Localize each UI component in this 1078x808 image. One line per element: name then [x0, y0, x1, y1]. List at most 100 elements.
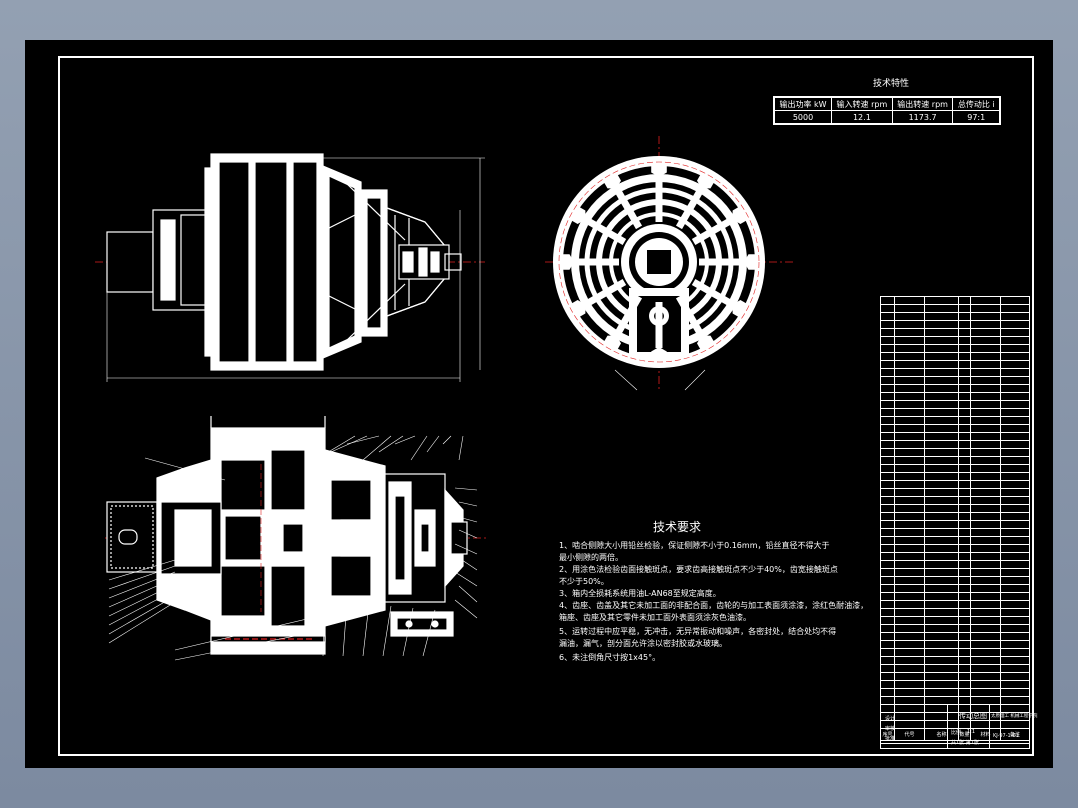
- bom-cell: [895, 649, 925, 657]
- bom-cell: [895, 497, 925, 505]
- bom-cell: [1001, 449, 1029, 457]
- bom-cell: [1001, 361, 1029, 369]
- bom-row: [881, 673, 1029, 681]
- spoke: [582, 215, 627, 246]
- bom-cell: [971, 649, 1001, 657]
- planet-lug: [651, 159, 667, 177]
- bom-cell: [881, 441, 895, 449]
- bom-cell: [971, 353, 1001, 361]
- bom-cell: [959, 641, 971, 649]
- bom-cell: [971, 505, 1001, 513]
- bom-cell: [1001, 601, 1029, 609]
- requirement-line: 4、齿座、齿盖及其它未加工面的非配合面，齿轮的与加工表面须涂漆，涂红色耐油漆，: [559, 601, 869, 610]
- bom-cell: [1001, 617, 1029, 625]
- bom-cell: [895, 465, 925, 473]
- bom-cell: [971, 721, 1001, 729]
- bom-row: [881, 361, 1029, 369]
- bom-cell: [959, 665, 971, 673]
- bom-cell: [1001, 561, 1029, 569]
- specs-value-row: 5000 12.1 1173.7 97:1: [773, 110, 1001, 125]
- bom-cell: [881, 537, 895, 545]
- leader-line: [108, 577, 176, 608]
- bom-cell: [971, 609, 1001, 617]
- bom-row: [881, 577, 1029, 585]
- bom-cell: [895, 689, 925, 697]
- bom-row: [881, 369, 1029, 377]
- bom-cell: [881, 577, 895, 585]
- bom-cell: [925, 321, 959, 329]
- bom-cell: [925, 521, 959, 529]
- bom-cell: [959, 337, 971, 345]
- bom-cell: [971, 457, 1001, 465]
- planet-lug: [697, 172, 715, 189]
- bom-cell: [881, 601, 895, 609]
- bom-cell: [959, 305, 971, 313]
- side-view-ring-gear: [545, 136, 795, 391]
- bom-header-row: 序号 代号 名称 数量 材料 备注: [881, 729, 1029, 741]
- bom-cell: [971, 425, 1001, 433]
- bom-cell: [1001, 649, 1029, 657]
- bom-cell: [959, 433, 971, 441]
- bom-cell: [925, 649, 959, 657]
- bom-row: [881, 601, 1029, 609]
- leader-line: [346, 435, 380, 445]
- scale-value: 1:1: [967, 729, 976, 735]
- bom-cell: [925, 633, 959, 641]
- bom-cell: [959, 409, 971, 417]
- bom-cell: [959, 577, 971, 585]
- bom-row: [881, 417, 1029, 425]
- bom-cell: [1001, 529, 1029, 537]
- bom-cell: [925, 577, 959, 585]
- leader-line: [108, 571, 176, 599]
- specs-header-row: 输出功率 kW 输入转速 rpm 输出转速 rpm 总传动比 i: [773, 96, 1001, 111]
- bom-cell: [895, 561, 925, 569]
- bom-cell: [971, 593, 1001, 601]
- bom-row: [881, 489, 1029, 497]
- bom-cell: [881, 697, 895, 705]
- bom-cell: [895, 321, 925, 329]
- leader-line: [454, 543, 478, 555]
- bom-cell: [881, 625, 895, 633]
- bom-cell: [881, 473, 895, 481]
- planet-lug: [744, 254, 762, 270]
- bom-cell: [971, 521, 1001, 529]
- bom-row: [881, 329, 1029, 337]
- bom-cell: [895, 425, 925, 433]
- spec-value-power: 5000: [773, 110, 833, 125]
- spec-header-output-speed: 输出转速 rpm: [891, 96, 954, 111]
- bom-cell: [881, 321, 895, 329]
- bom-row: [881, 625, 1029, 633]
- bom-cell: [1001, 441, 1029, 449]
- leader-line: [458, 501, 478, 507]
- bom-cell: [971, 561, 1001, 569]
- sheet-number: 共1张 第1张: [951, 740, 979, 746]
- unit-name: 太原理工 机械工程学院: [991, 714, 1038, 719]
- bom-cell: [1001, 681, 1029, 689]
- bom-cell: [1001, 609, 1029, 617]
- planet-lug: [556, 254, 574, 270]
- bom-cell: [925, 425, 959, 433]
- front-elevation-view: [95, 153, 485, 382]
- bom-cell: [971, 713, 1001, 721]
- bom-cell: [895, 513, 925, 521]
- bom-cell: [959, 569, 971, 577]
- bom-row: [881, 545, 1029, 553]
- bom-row: [881, 657, 1029, 665]
- bom-cell: [925, 417, 959, 425]
- bom-cell: [1001, 377, 1029, 385]
- bom-header-code: 代号: [895, 729, 925, 741]
- bom-cell: [959, 673, 971, 681]
- bom-cell: [971, 329, 1001, 337]
- bom-cell: [895, 369, 925, 377]
- bom-cell: [1001, 665, 1029, 673]
- bom-cell: [925, 553, 959, 561]
- bom-cell: [881, 329, 895, 337]
- bom-cell: [1001, 569, 1029, 577]
- spoke: [612, 185, 643, 230]
- spec-header-power: 输出功率 kW: [773, 96, 833, 111]
- requirement-line: 最小侧隙的两倍。: [559, 553, 623, 562]
- checked-by-label: 审核: [885, 726, 896, 732]
- bom-cell: [971, 689, 1001, 697]
- bom-row: [881, 593, 1029, 601]
- approved-by-label: 批准: [885, 736, 896, 742]
